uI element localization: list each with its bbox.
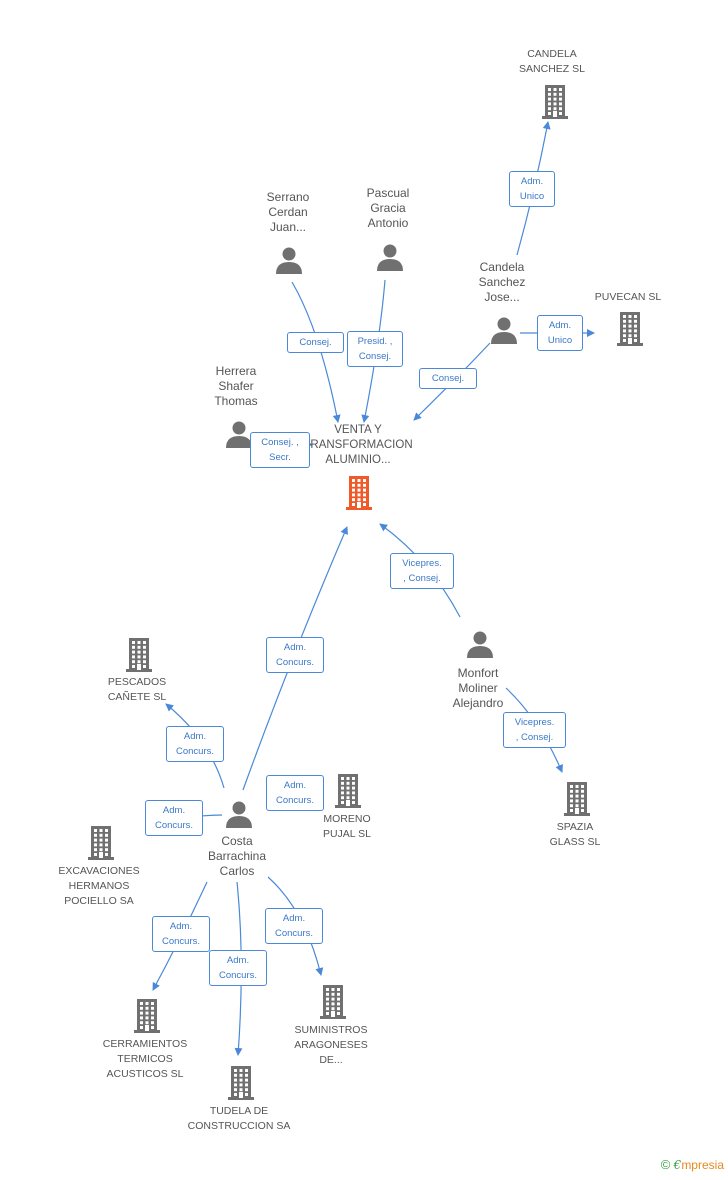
relation-label-r4[interactable]: Presid. , Consej. [347,331,403,367]
person-icon-costa[interactable] [225,800,253,833]
person-icon-monfort[interactable] [466,630,494,663]
company-building-icon-pescados[interactable] [124,636,154,677]
relation-label-r5[interactable]: Consej. [419,368,477,389]
company-building-icon-candela_sl[interactable] [540,83,570,124]
person-icon-herrera[interactable] [225,420,253,453]
company-building-icon-tudela[interactable] [226,1064,256,1105]
relation-label-r11[interactable]: Adm. Concurs. [266,775,324,811]
person-label-monfort[interactable]: Monfort Moliner Alejandro [452,666,504,710]
relation-label-r10[interactable]: Vicepres. , Consej. [503,712,566,748]
main-company-building-icon[interactable] [344,474,374,515]
brand-initial: € [673,1158,682,1172]
company-label-candela_sl[interactable]: CANDELA SANCHEZ SL [519,48,585,75]
company-building-icon-excavaciones[interactable] [86,824,116,865]
relation-label-r7[interactable]: Vicepres. , Consej. [390,553,454,589]
person-label-candela_j[interactable]: Candela Sanchez Jose... [478,260,526,304]
person-label-pascual[interactable]: Pascual Gracia Antonio [366,186,410,230]
relation-label-r12[interactable]: Adm. Concurs. [145,800,203,836]
person-icon-serrano[interactable] [275,246,303,279]
company-building-icon-moreno[interactable] [333,772,363,813]
copyright-symbol: © [660,1157,671,1172]
person-icon-pascual[interactable] [376,243,404,276]
person-label-herrera[interactable]: Herrera Shafer Thomas [214,364,258,408]
company-label-pescados[interactable]: PESCADOS CAÑETE SL [107,676,167,703]
relation-label-r9[interactable]: Adm. Concurs. [166,726,224,762]
company-label-moreno[interactable]: MORENO PUJAL SL [322,813,372,840]
company-label-suministros[interactable]: SUMINISTROS ARAGONESES DE... [294,1024,368,1066]
person-label-costa[interactable]: Costa Barrachina Carlos [207,834,267,878]
company-label-ceramientos[interactable]: CERRAMIENTOS TERMICOS ACUSTICOS SL [102,1038,188,1080]
brand-footer: © €mpresia [661,1157,724,1172]
relation-label-r15[interactable]: Adm. Concurs. [209,950,267,986]
company-label-tudela[interactable]: TUDELA DE CONSTRUCCION SA [187,1105,291,1132]
company-building-icon-suministros[interactable] [318,983,348,1024]
company-label-puvecan[interactable]: PUVECAN SL [594,291,662,303]
relation-label-r3[interactable]: Consej. [287,332,344,353]
relation-label-r1[interactable]: Adm. Unico [509,171,555,207]
relation-label-r2[interactable]: Adm. Unico [537,315,583,351]
relation-label-r8[interactable]: Adm. Concurs. [266,637,324,673]
relation-label-r13[interactable]: Adm. Concurs. [152,916,210,952]
relation-label-r14[interactable]: Adm. Concurs. [265,908,323,944]
brand-name: mpresia [681,1158,724,1172]
company-label-spazia[interactable]: SPAZIA GLASS SL [549,821,601,848]
person-label-serrano[interactable]: Serrano Cerdan Juan... [266,190,310,234]
company-building-icon-ceramientos[interactable] [132,997,162,1038]
main-company-label[interactable]: VENTA Y TRANSFORMACION ALUMINIO... [303,424,413,466]
company-building-icon-spazia[interactable] [562,780,592,821]
company-label-excavaciones[interactable]: EXCAVACIONES HERMANOS POCIELLO SA [58,865,140,907]
relation-label-r6[interactable]: Consej. , Secr. [250,432,310,468]
company-building-icon-puvecan[interactable] [615,310,645,351]
person-icon-candela_j[interactable] [490,316,518,349]
